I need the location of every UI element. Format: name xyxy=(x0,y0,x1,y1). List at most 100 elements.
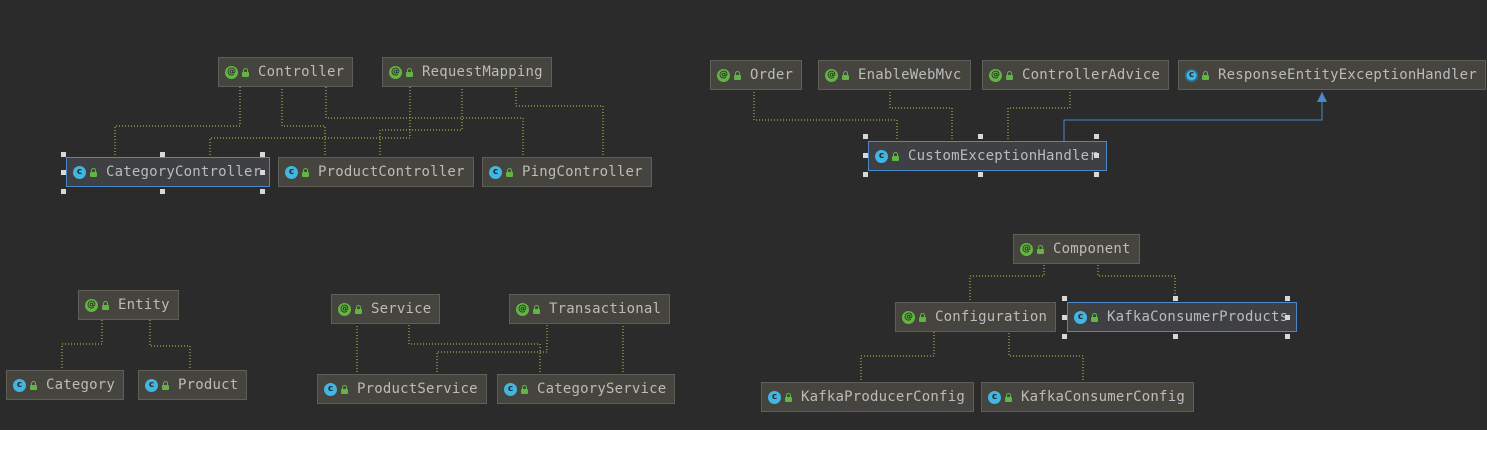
diagram-canvas[interactable]: @ Controller @ RequestMapping c Category… xyxy=(0,0,1487,430)
resize-handle[interactable] xyxy=(1094,153,1099,158)
node-label: KafkaConsumerProducts xyxy=(1107,309,1289,325)
node-label: Order xyxy=(750,67,794,83)
public-lock-icon xyxy=(301,167,310,177)
node-product[interactable]: c Product xyxy=(138,370,248,400)
class-icon: c xyxy=(145,378,158,392)
node-label: RequestMapping xyxy=(422,64,543,80)
node-kafkaproducerconfig[interactable]: c KafkaProducerConfig xyxy=(761,382,974,412)
edge-pingcontroller-requestmapping xyxy=(515,86,604,158)
resize-handle[interactable] xyxy=(1285,334,1290,339)
edge-productcontroller-requestmapping xyxy=(379,86,463,158)
public-lock-icon xyxy=(733,70,742,80)
node-transactional[interactable]: @ Transactional xyxy=(509,294,671,324)
resize-handle[interactable] xyxy=(1285,296,1290,301)
node-enablewebmvc[interactable]: @ EnableWebMvc xyxy=(818,60,971,90)
node-label: EnableWebMvc xyxy=(858,67,962,83)
node-kafkaconsumerproducts[interactable]: c KafkaConsumerProducts xyxy=(1067,302,1298,332)
node-label: ProductController xyxy=(318,164,465,180)
node-customexceptionhandler[interactable]: c CustomExceptionHandler xyxy=(868,141,1107,171)
annotation-icon: @ xyxy=(1020,242,1033,256)
edge-categorycontroller-requestmapping xyxy=(209,86,411,158)
public-lock-icon xyxy=(532,304,541,314)
public-lock-icon xyxy=(1201,70,1210,80)
annotation-icon: @ xyxy=(85,298,98,312)
node-entity[interactable]: @ Entity xyxy=(78,290,179,320)
node-service[interactable]: @ Service xyxy=(331,294,441,324)
node-pingcontroller[interactable]: c PingController xyxy=(482,157,652,187)
edge-categoryservice-service xyxy=(408,323,541,375)
resize-handle[interactable] xyxy=(1062,296,1067,301)
class-icon: c xyxy=(875,149,888,163)
resize-handle[interactable] xyxy=(863,172,868,177)
resize-handle[interactable] xyxy=(863,153,868,158)
node-categorycontroller[interactable]: c CategoryController xyxy=(66,157,271,187)
node-label: Component xyxy=(1053,241,1131,257)
abstract-class-icon: c xyxy=(1185,68,1198,82)
public-lock-icon xyxy=(841,70,850,80)
public-lock-icon xyxy=(891,151,900,161)
resize-handle[interactable] xyxy=(978,172,983,177)
resize-handle[interactable] xyxy=(1173,296,1178,301)
resize-handle[interactable] xyxy=(61,170,66,175)
annotation-icon: @ xyxy=(717,68,730,82)
node-productcontroller[interactable]: c ProductController xyxy=(278,157,474,187)
resize-handle[interactable] xyxy=(1173,334,1178,339)
annotation-icon: @ xyxy=(338,302,351,316)
node-requestmapping[interactable]: @ RequestMapping xyxy=(382,57,552,87)
node-label: CategoryController xyxy=(106,164,262,180)
diagram-edges xyxy=(61,86,1327,383)
public-lock-icon xyxy=(505,167,514,177)
class-icon: c xyxy=(504,382,517,396)
node-label: ResponseEntityExceptionHandler xyxy=(1218,67,1477,83)
annotation-icon: @ xyxy=(225,65,238,79)
class-icon: c xyxy=(768,390,781,404)
annotation-icon: @ xyxy=(825,68,838,82)
edge-kafkaproducerconfig-configuration xyxy=(860,331,935,383)
resize-handle[interactable] xyxy=(1094,172,1099,177)
public-lock-icon xyxy=(340,384,349,394)
node-label: ProductService xyxy=(357,381,478,397)
public-lock-icon xyxy=(1090,312,1099,322)
node-label: ControllerAdvice xyxy=(1022,67,1161,83)
resize-handle[interactable] xyxy=(1062,315,1067,320)
public-lock-icon xyxy=(1005,70,1014,80)
node-controlleradvice[interactable]: @ ControllerAdvice xyxy=(982,60,1170,90)
resize-handle[interactable] xyxy=(1062,334,1067,339)
node-component[interactable]: @ Component xyxy=(1013,234,1140,264)
resize-handle[interactable] xyxy=(260,189,265,194)
edge-categorycontroller-controller xyxy=(114,86,241,158)
resize-handle[interactable] xyxy=(160,152,165,157)
resize-handle[interactable] xyxy=(978,134,983,139)
node-categoryservice[interactable]: c CategoryService xyxy=(497,374,676,404)
node-category[interactable]: c Category xyxy=(6,370,125,400)
resize-handle[interactable] xyxy=(160,189,165,194)
annotation-icon: @ xyxy=(902,310,915,324)
public-lock-icon xyxy=(1036,244,1045,254)
node-order[interactable]: @ Order xyxy=(710,60,803,90)
resize-handle[interactable] xyxy=(260,170,265,175)
public-lock-icon xyxy=(405,67,414,77)
edge-productcontroller-controller xyxy=(281,86,326,158)
class-icon: c xyxy=(1074,310,1087,324)
edge-configuration-component xyxy=(969,263,1045,303)
node-label: CategoryService xyxy=(537,381,667,397)
node-configuration[interactable]: @ Configuration xyxy=(895,302,1057,332)
public-lock-icon xyxy=(241,67,250,77)
resize-handle[interactable] xyxy=(1285,315,1290,320)
resize-handle[interactable] xyxy=(61,189,66,194)
resize-handle[interactable] xyxy=(61,152,66,157)
resize-handle[interactable] xyxy=(260,152,265,157)
edge-productservice-transactional xyxy=(436,323,548,375)
edge-pingcontroller-controller xyxy=(325,86,524,158)
node-kafkaconsumerconfig[interactable]: c KafkaConsumerConfig xyxy=(981,382,1194,412)
node-productservice[interactable]: c ProductService xyxy=(317,374,487,404)
node-label: KafkaProducerConfig xyxy=(801,389,965,405)
annotation-icon: @ xyxy=(389,65,402,79)
public-lock-icon xyxy=(1004,392,1013,402)
node-controller[interactable]: @ Controller xyxy=(218,57,354,87)
node-label: Service xyxy=(371,301,432,317)
resize-handle[interactable] xyxy=(1094,134,1099,139)
public-lock-icon xyxy=(89,167,98,177)
node-responseentityexceptionhandler[interactable]: c ResponseEntityExceptionHandler xyxy=(1178,60,1486,90)
resize-handle[interactable] xyxy=(863,134,868,139)
